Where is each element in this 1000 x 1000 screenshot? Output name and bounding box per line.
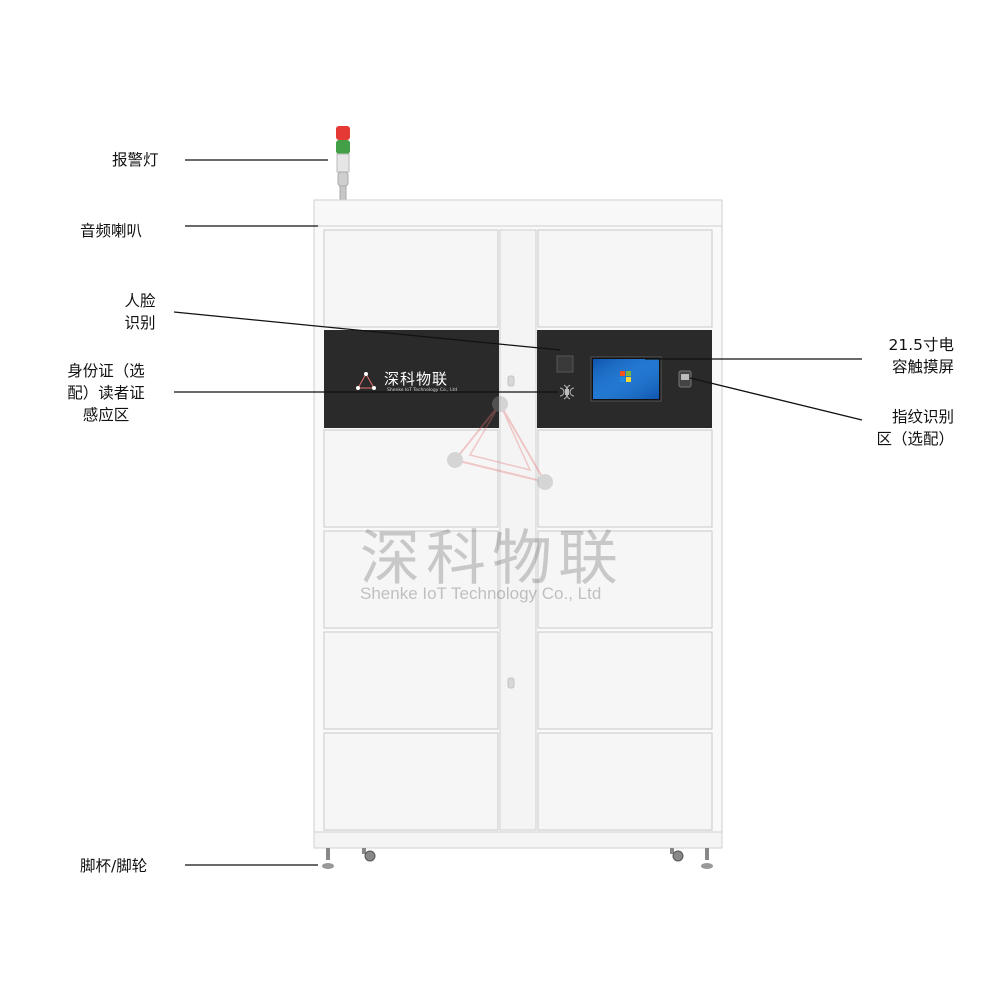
- watermark-name: 深科物联: [360, 524, 624, 594]
- brand-panel: [324, 330, 499, 428]
- feet-and-wheels: [322, 848, 713, 869]
- callout-fingerprint: [689, 377, 863, 421]
- label-line: 身份证（选: [67, 362, 145, 380]
- locker-door: [323, 732, 499, 831]
- label-line: 配）读者证: [67, 384, 145, 402]
- cabinet-base: [313, 831, 723, 849]
- locker-door: [323, 530, 499, 629]
- label-line: 识别: [124, 314, 156, 332]
- locker-door: [537, 429, 713, 528]
- label-face-recognition: 人脸 识别: [110, 290, 170, 334]
- callout-face-recognition: [173, 311, 561, 351]
- fingerprint-reader-icon: [678, 370, 692, 388]
- cabinet-brand-name: 深科物联: [384, 370, 449, 388]
- label-line: 容触摸屏: [891, 358, 954, 376]
- callout-lines: [173, 159, 863, 866]
- label-id-reader: 身份证（选 配）读者证 感应区: [52, 360, 160, 426]
- locker-door: [323, 429, 499, 528]
- label-speaker: 音频喇叭: [80, 222, 143, 240]
- locker-door: [537, 631, 713, 730]
- watermark-logo-icon: [447, 396, 553, 490]
- label-line: 区（选配）: [876, 430, 954, 448]
- locker-door: [323, 631, 499, 730]
- label-line: 人脸: [124, 292, 156, 310]
- face-camera-icon: [556, 355, 574, 373]
- label-feet-wheels: 脚杯/脚轮: [80, 857, 148, 875]
- label-line: 指纹识别: [891, 408, 954, 426]
- windows-logo-icon: [620, 371, 631, 382]
- center-column: [499, 229, 537, 831]
- touch-screen: [590, 356, 662, 402]
- locker-door: [537, 229, 713, 328]
- label-line: 21.5寸电: [888, 336, 954, 354]
- label-alarm-light: 报警灯: [112, 151, 159, 169]
- left-lockers: [323, 229, 499, 831]
- locker-door: [537, 530, 713, 629]
- watermark-subtitle: Shenke IoT Technology Co., Ltd: [360, 584, 602, 603]
- column-lock-top: [507, 375, 515, 387]
- label-line: 感应区: [82, 406, 130, 424]
- cabinet-top: [313, 199, 723, 227]
- alarm-light: [336, 126, 350, 201]
- locker-door: [323, 229, 499, 328]
- right-lockers: [537, 229, 713, 831]
- label-touch-screen: 21.5寸电 容触摸屏: [862, 334, 954, 378]
- column-lock-bottom: [507, 677, 515, 689]
- brand-logo-icon: [356, 372, 376, 390]
- nfc-reader-icon: [559, 384, 575, 400]
- label-fingerprint: 指纹识别 区（选配）: [862, 406, 954, 450]
- cabinet-brand-subtitle: Shenke IoT Technology Co., Ltd: [387, 388, 458, 393]
- locker-door: [537, 732, 713, 831]
